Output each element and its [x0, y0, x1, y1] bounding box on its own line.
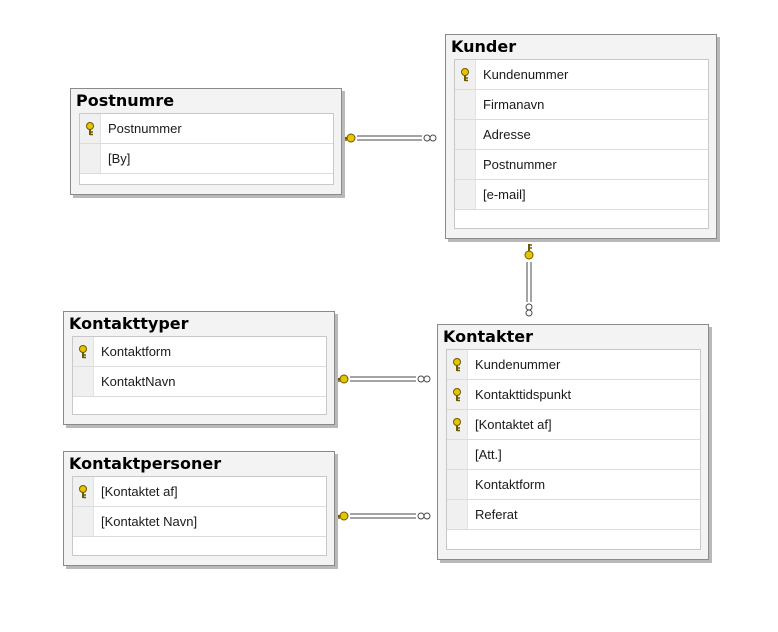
table-kontaktpersoner[interactable]: Kontaktpersoner [Kontaktet af][Kontaktet… [63, 451, 335, 566]
row-selector[interactable] [447, 440, 468, 469]
column-row[interactable]: Firmanavn [455, 90, 708, 120]
column-name: Firmanavn [483, 97, 545, 112]
table-title: Postnumre [76, 91, 175, 110]
primary-key-icon [77, 484, 89, 499]
row-selector[interactable] [455, 120, 476, 149]
row-selector[interactable] [80, 144, 101, 173]
row-selector[interactable] [73, 367, 94, 396]
primary-key-icon [451, 357, 463, 372]
table-title: Kontakttyper [69, 314, 189, 333]
column-row[interactable]: Kundenummer [455, 60, 708, 90]
column-name: KontaktNavn [101, 374, 176, 389]
table-postnumre[interactable]: Postnumre Postnummer [By] [70, 88, 342, 195]
column-name: Postnummer [483, 157, 557, 172]
column-row[interactable]: KontaktNavn [73, 367, 326, 397]
row-selector[interactable] [447, 380, 468, 409]
column-name: [Kontaktet Navn] [101, 514, 198, 529]
column-name: Postnummer [108, 121, 182, 136]
row-selector[interactable] [455, 150, 476, 179]
row-selector[interactable] [447, 470, 468, 499]
row-selector[interactable] [447, 410, 468, 439]
column-name: [Att.] [475, 447, 502, 462]
column-name: Kontaktform [101, 344, 172, 359]
primary-key-icon [459, 67, 471, 82]
table-title: Kunder [451, 37, 517, 56]
column-row[interactable]: Kontaktform [447, 470, 700, 500]
key-icon [524, 244, 534, 260]
table-title: Kontaktpersoner [69, 454, 222, 473]
column-row[interactable]: [Kontaktet af] [447, 410, 700, 440]
column-row[interactable]: Kontakttidspunkt [447, 380, 700, 410]
column-name: Adresse [483, 127, 531, 142]
column-row[interactable]: Adresse [455, 120, 708, 150]
column-row[interactable]: Postnummer [455, 150, 708, 180]
row-selector[interactable] [455, 60, 476, 89]
primary-key-icon [451, 417, 463, 432]
row-selector[interactable] [73, 477, 94, 506]
row-selector[interactable] [455, 180, 476, 209]
infinity-icon [525, 303, 533, 317]
column-name: Referat [475, 507, 518, 522]
column-row[interactable]: Referat [447, 500, 700, 530]
key-icon [336, 374, 349, 384]
relationship-kunder-kontakter[interactable] [524, 244, 534, 317]
column-name: [By] [108, 151, 131, 166]
primary-key-icon [451, 387, 463, 402]
column-row[interactable]: [Kontaktet af] [73, 477, 326, 507]
infinity-icon [417, 375, 431, 383]
infinity-icon [417, 512, 431, 520]
column-name: [e-mail] [483, 187, 526, 202]
row-selector[interactable] [447, 350, 468, 379]
column-row[interactable]: [e-mail] [455, 180, 708, 210]
column-name: Kontaktform [475, 477, 546, 492]
infinity-icon [423, 134, 437, 142]
column-grid: Postnummer [By] [79, 113, 334, 185]
column-grid: [Kontaktet af] [Kontaktet Navn] [72, 476, 327, 556]
table-title: Kontakter [443, 327, 533, 346]
column-name: [Kontaktet af] [475, 417, 552, 432]
relationship-kontaktpersoner-kontakter[interactable] [336, 511, 431, 521]
column-name: [Kontaktet af] [101, 484, 178, 499]
primary-key-icon [84, 121, 96, 136]
row-selector[interactable] [455, 90, 476, 119]
column-row[interactable]: Kontaktform [73, 337, 326, 367]
row-selector[interactable] [73, 507, 94, 536]
relationship-postnumre-kunder[interactable] [343, 133, 437, 143]
row-selector[interactable] [73, 337, 94, 366]
row-selector[interactable] [80, 114, 101, 143]
key-icon [336, 511, 349, 521]
relationship-kontakttyper-kontakter[interactable] [336, 374, 431, 384]
column-row[interactable]: [By] [80, 144, 333, 174]
column-row[interactable]: Postnummer [80, 114, 333, 144]
column-name: Kundenummer [483, 67, 569, 82]
column-row[interactable]: [Kontaktet Navn] [73, 507, 326, 537]
column-name: Kundenummer [475, 357, 561, 372]
row-selector[interactable] [447, 500, 468, 529]
column-row[interactable]: Kundenummer [447, 350, 700, 380]
key-icon [343, 133, 356, 143]
column-name: Kontakttidspunkt [475, 387, 572, 402]
primary-key-icon [77, 344, 89, 359]
column-row[interactable]: [Att.] [447, 440, 700, 470]
